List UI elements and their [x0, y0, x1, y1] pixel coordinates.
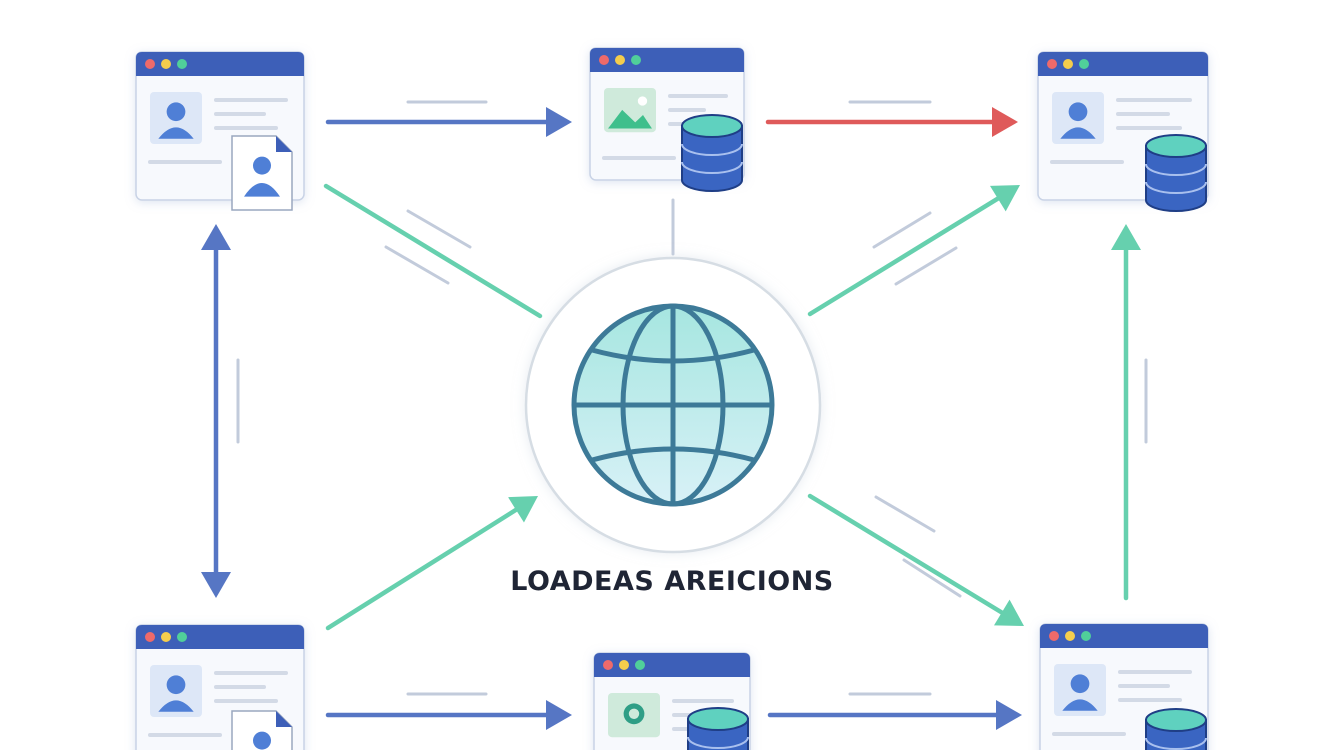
database-icon	[1145, 708, 1207, 750]
browser-nodes	[135, 47, 1209, 750]
window-title-bar	[1040, 624, 1208, 648]
window-title-bar	[1038, 52, 1208, 76]
database-icon	[1145, 134, 1207, 212]
close-dot-icon	[145, 632, 155, 642]
connection-bottom-left-browser-to-bottom-center-browser	[325, 700, 572, 730]
database-icon	[687, 707, 749, 750]
window-title-bar	[136, 625, 304, 649]
image-user-icon	[608, 693, 660, 738]
close-dot-icon	[599, 55, 609, 65]
connection-bottom-left-browser-to-globe-hub	[325, 496, 538, 631]
maximize-dot-icon	[631, 55, 641, 65]
top-center-browser	[589, 47, 745, 192]
image-icon	[604, 88, 656, 133]
minimize-dot-icon	[619, 660, 629, 670]
minimize-dot-icon	[615, 55, 625, 65]
user-avatar-icon	[1052, 92, 1104, 144]
connection-top-left-browser-to-globe-hub	[323, 183, 543, 319]
connections	[201, 107, 1141, 730]
globe-icon	[571, 303, 775, 507]
connection-top-left-browser-to-top-center-browser	[325, 107, 572, 137]
close-dot-icon	[603, 660, 613, 670]
arrowhead-icon	[992, 107, 1018, 137]
connection-line	[807, 193, 1006, 317]
user-avatar-icon	[1054, 664, 1106, 716]
connection-line	[325, 504, 524, 631]
connection-bottom-center-browser-to-bottom-right-browser	[767, 700, 1022, 730]
globe-hub	[524, 256, 822, 554]
text-lines	[1052, 670, 1192, 736]
user-document-icon	[231, 135, 293, 211]
arrowhead-icon	[1111, 224, 1141, 250]
arrowhead-icon	[989, 185, 1020, 212]
user-avatar-icon	[150, 92, 202, 144]
window-title-bar	[136, 52, 304, 76]
arrowhead-icon	[546, 700, 572, 730]
user-document-icon	[231, 710, 293, 750]
minimize-dot-icon	[161, 632, 171, 642]
close-dot-icon	[145, 59, 155, 69]
minimize-dot-icon	[161, 59, 171, 69]
top-right-browser	[1037, 51, 1209, 212]
diagram-caption: LOADEAS AREICIONS	[510, 566, 834, 597]
minimize-dot-icon	[1063, 59, 1073, 69]
arrowhead-icon	[201, 224, 231, 250]
arrowhead-icon	[996, 700, 1022, 730]
arrowhead-icon	[201, 572, 231, 598]
motion-dashes	[236, 100, 1148, 696]
connection-top-left-browser-to-bottom-left-browser	[201, 224, 231, 598]
text-lines	[148, 98, 288, 164]
maximize-dot-icon	[177, 632, 187, 642]
bottom-center-browser	[593, 652, 751, 750]
connection-bottom-right-browser-to-top-right-browser	[1111, 224, 1141, 601]
maximize-dot-icon	[1079, 59, 1089, 69]
bottom-left-browser	[135, 624, 305, 750]
maximize-dot-icon	[635, 660, 645, 670]
text-lines	[1050, 98, 1192, 164]
database-icon	[681, 114, 743, 192]
maximize-dot-icon	[177, 59, 187, 69]
top-left-browser	[135, 51, 305, 211]
user-avatar-icon	[150, 665, 202, 717]
bottom-right-browser	[1039, 623, 1209, 750]
connection-line	[807, 493, 1010, 618]
connection-globe-hub-to-bottom-right-browser	[807, 493, 1024, 626]
close-dot-icon	[1047, 59, 1057, 69]
window-title-bar	[590, 48, 744, 72]
minimize-dot-icon	[1065, 631, 1075, 641]
connection-top-center-browser-to-top-right-browser	[765, 107, 1018, 137]
window-title-bar	[594, 653, 750, 677]
connection-line	[323, 183, 543, 319]
close-dot-icon	[1049, 631, 1059, 641]
maximize-dot-icon	[1081, 631, 1091, 641]
arrowhead-icon	[993, 599, 1024, 626]
arrowhead-icon	[546, 107, 572, 137]
connection-globe-hub-to-top-right-browser	[807, 185, 1020, 317]
text-lines	[148, 671, 288, 737]
arrowhead-icon	[508, 496, 538, 523]
